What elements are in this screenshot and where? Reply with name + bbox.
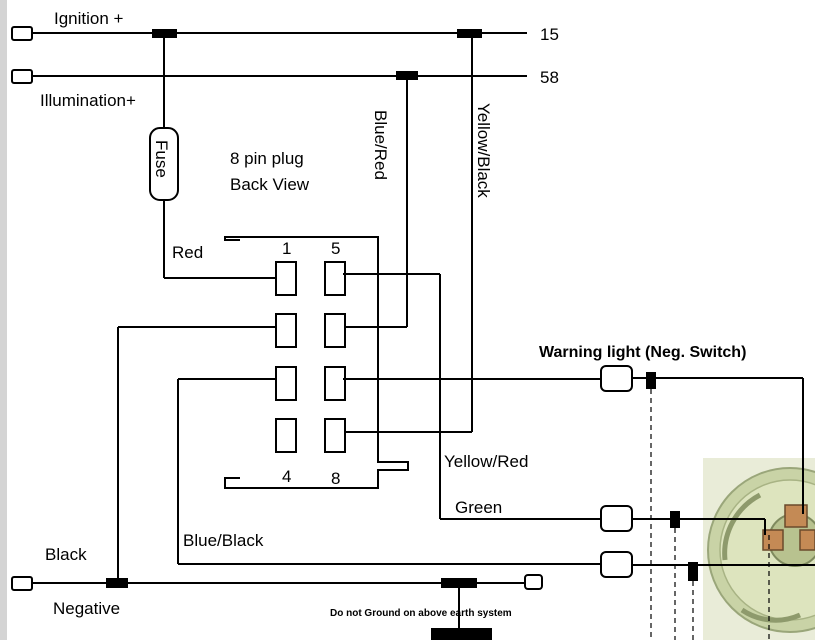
black-negative-wire: [11, 326, 543, 640]
warning-light-wire: [343, 365, 804, 514]
ground-warning-note: Do not Ground on above earth system: [330, 608, 512, 619]
green-wire: [343, 273, 766, 535]
pin-1: [275, 261, 297, 296]
plug-title-line1: 8 pin plug: [230, 149, 304, 168]
blue-red-label: Blue/Red: [371, 110, 390, 180]
illumination-label: Illumination+: [40, 91, 136, 110]
pin-8: [324, 418, 346, 453]
pin-5: [324, 261, 346, 296]
red-wire-label: Red: [172, 243, 203, 262]
pin-4-label: 4: [282, 467, 291, 486]
pin-4: [275, 418, 297, 453]
warning-light-label: Warning light (Neg. Switch): [539, 344, 746, 361]
dashed-guide-lines: [650, 389, 770, 640]
pin-6: [324, 313, 346, 348]
pin-3: [275, 366, 297, 401]
pin-8-label: 8: [331, 469, 340, 488]
blue-black-wire: [177, 378, 815, 581]
eight-pin-plug: [224, 236, 409, 489]
green-label: Green: [455, 498, 502, 517]
ignition-line: [11, 26, 527, 41]
pin-2: [275, 313, 297, 348]
left-margin-strip: [0, 0, 7, 640]
yellow-red-label: Yellow/Red: [444, 452, 528, 471]
pin-7: [324, 366, 346, 401]
yellow-black-label: Yellow/Black: [474, 103, 493, 198]
illumination-line: [11, 69, 527, 84]
black-wire-label: Black: [45, 545, 87, 564]
sender-unit-image: [703, 458, 815, 640]
plug-title-line2: Back View: [230, 175, 310, 194]
pin-1-label: 1: [282, 239, 291, 258]
yellow-black-wire: [343, 33, 473, 433]
blue-black-label: Blue/Black: [183, 531, 264, 550]
negative-label: Negative: [53, 599, 120, 618]
ignition-label: Ignition +: [54, 9, 124, 28]
pin-5-label: 5: [331, 239, 340, 258]
red-wire: [149, 33, 276, 279]
fuse-label: Fuse: [152, 140, 171, 178]
blue-red-wire: [343, 76, 408, 328]
terminal-15-label: 15: [540, 25, 559, 44]
terminal-58-label: 58: [540, 68, 559, 87]
